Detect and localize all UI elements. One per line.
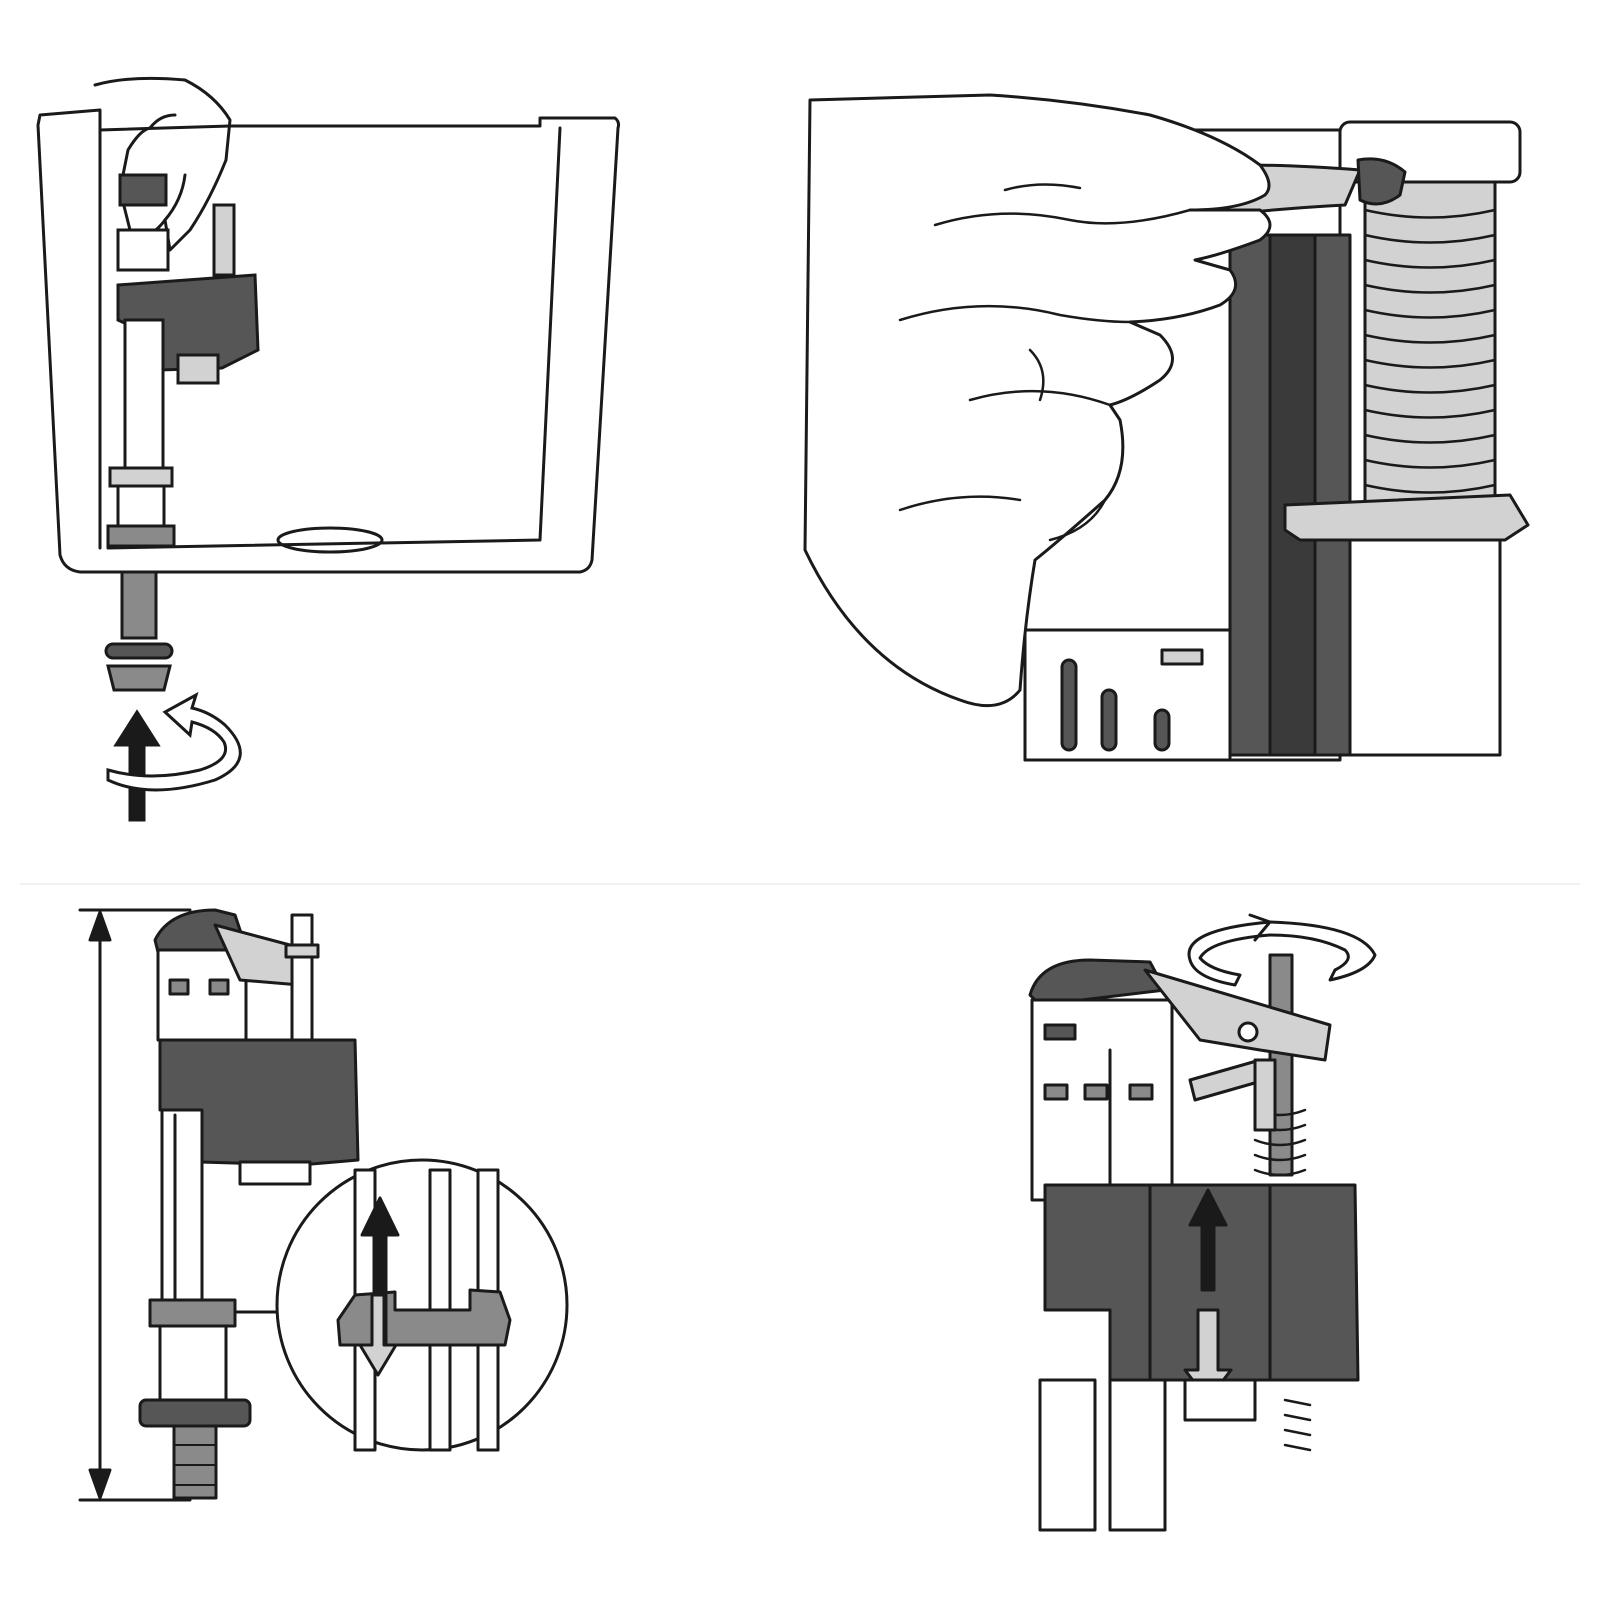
tank-install-icon (36, 76, 621, 822)
rotate-arrow (106, 691, 242, 792)
threaded-column (1363, 180, 1497, 514)
hand-clip-icon (803, 93, 1530, 762)
panel-float-adjust (800, 900, 1600, 1600)
lever-arm (1143, 968, 1332, 1062)
outlet-hole (276, 526, 384, 554)
up-arrow (113, 709, 161, 822)
float-adjust-icon (1028, 913, 1377, 1532)
cistern-outline (36, 108, 621, 574)
panel-height-adjust (0, 900, 800, 1600)
hand-outline (93, 76, 232, 252)
horizontal-divider (20, 883, 1580, 885)
magnifier-circle (275, 1158, 569, 1452)
detail-up-arrow (360, 1196, 400, 1347)
panel-tank-install (0, 0, 800, 860)
base-plate (1283, 493, 1530, 542)
hand-outline (803, 93, 1272, 708)
cistern-inner-wall (106, 126, 562, 550)
rotate-arrow (1187, 920, 1377, 987)
height-adjust-icon (78, 908, 569, 1502)
panel-hand-clip (800, 60, 1600, 820)
float-up-arrow (1188, 1188, 1228, 1292)
detail-down-arrow (358, 1293, 398, 1377)
